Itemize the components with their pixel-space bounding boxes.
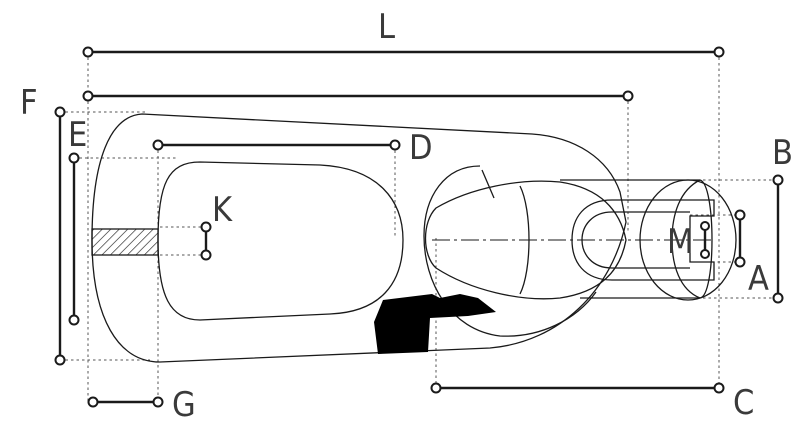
label-m: M bbox=[667, 222, 693, 262]
dimension-k: K bbox=[200, 190, 233, 261]
dimension-a: A bbox=[734, 209, 769, 299]
dimension-g: G bbox=[87, 385, 196, 425]
dimension-f: F bbox=[20, 83, 66, 366]
black-marking bbox=[374, 294, 496, 354]
label-e: E bbox=[68, 115, 87, 155]
hatched-pin bbox=[91, 228, 159, 256]
label-l: L bbox=[378, 7, 395, 47]
label-c: C bbox=[733, 383, 754, 423]
label-k: K bbox=[212, 190, 233, 230]
label-a: A bbox=[748, 259, 769, 299]
label-f: F bbox=[20, 83, 38, 123]
dimension-b: B bbox=[772, 133, 793, 304]
dimension-l: L bbox=[82, 7, 725, 58]
dimension-m: M bbox=[667, 221, 710, 262]
label-g: G bbox=[172, 385, 196, 425]
dimension-d: D bbox=[152, 128, 433, 168]
dimension-e: E bbox=[68, 115, 87, 326]
label-d: D bbox=[409, 128, 433, 168]
dimension-upper bbox=[82, 90, 634, 102]
shackle-body bbox=[91, 113, 627, 363]
dimension-c: C bbox=[430, 382, 754, 423]
label-b: B bbox=[772, 133, 793, 173]
